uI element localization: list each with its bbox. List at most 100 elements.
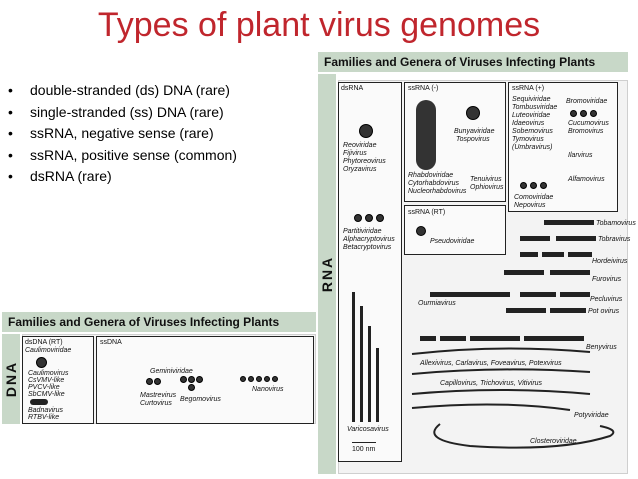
rna-side-label: RNA	[318, 74, 336, 474]
label-tobamovirus: Tobamovirus	[596, 220, 636, 227]
rod-particle	[520, 292, 556, 297]
nanovirus-particle	[240, 376, 246, 382]
closterovirus-filament	[433, 423, 615, 449]
label-betacryptovirus: Betacryptovirus	[343, 244, 392, 251]
label-tymovirus: Tymovirus	[512, 136, 544, 143]
label-idaeovirus: Idaeovirus	[512, 120, 545, 127]
filament	[411, 347, 591, 355]
section-ssrna-pos: ssRNA (+)	[512, 85, 545, 92]
rod-particle	[560, 292, 590, 297]
label-flexuous-line1: Allexivirus, Carlavirus, Foveavirus, Pot…	[420, 360, 562, 367]
scale-label: 100 nm	[352, 446, 376, 453]
bullet-item: •single-stranded (ss) DNA (rare)	[8, 103, 224, 120]
rod-particle	[420, 336, 436, 341]
geminivirus-particle	[154, 378, 161, 385]
rod-particle	[520, 252, 538, 257]
rod-particle	[520, 236, 550, 241]
ssrna-pos-box	[508, 82, 618, 212]
bullet-item: •ssRNA, negative sense (rare)	[8, 125, 214, 141]
rhabdovirus-particle	[416, 100, 436, 170]
rod-particle	[504, 270, 544, 275]
nanovirus-particle	[272, 376, 278, 382]
dna-figure-banner: Families and Genera of Viruses Infecting…	[2, 312, 316, 332]
bullet-item: •double-stranded (ds) DNA (rare)	[8, 82, 230, 98]
label-begomovirus: Begomovirus	[180, 396, 221, 403]
label-bromoviridae: Bromoviridae	[566, 98, 608, 105]
bullet-item: •dsRNA (rare)	[8, 168, 112, 184]
nanovirus-particle	[264, 376, 270, 382]
label-fijivirus: Fijivirus	[343, 150, 367, 157]
label-hordeivirus: Hordeivirus	[592, 258, 628, 265]
section-ssrna-neg: ssRNA (-)	[408, 85, 439, 92]
geminivirus-particle	[146, 378, 153, 385]
rod-particle	[556, 236, 596, 241]
label-rhabdoviridae: Rhabdoviridae	[408, 172, 454, 179]
label-furovirus: Furovirus	[592, 276, 622, 283]
label-cucumovirus: Cucumovirus	[568, 120, 609, 127]
label-sequiviridae: Sequiviridae	[512, 96, 551, 103]
rod-particle	[544, 220, 594, 225]
label-rtbv-like: RTBV-like	[28, 414, 60, 421]
label-tenuivirus: Tenuivirus	[470, 176, 502, 183]
comovirus-particle	[520, 182, 527, 189]
section-ssdna: ssDNA	[100, 339, 122, 346]
label-phytoreovirus: Phytoreovirus	[343, 158, 386, 165]
rod-particle	[368, 326, 371, 422]
label-mastrevirus: Mastrevirus	[140, 392, 177, 399]
geminivirus-particle	[196, 376, 203, 383]
filament	[411, 368, 591, 375]
filament	[411, 389, 591, 395]
rod-particle	[568, 252, 592, 257]
rod-particle	[506, 308, 546, 313]
bullet-item: •ssRNA, positive sense (common)	[8, 146, 237, 163]
label-pvcv-like: PVCV-like	[28, 384, 60, 391]
label-oryzavirus: Oryzavirus	[343, 166, 377, 173]
label-caulimoviridae: Caulimoviridae	[25, 347, 72, 354]
label-nepovirus: Nepovirus	[514, 202, 546, 209]
nanovirus-particle	[256, 376, 262, 382]
label-alphacryptovirus: Alphacryptovirus	[343, 236, 395, 243]
pseudovirus-particle	[416, 226, 426, 236]
geminivirus-particle	[180, 376, 187, 383]
label-closteroviridae: Closteroviridae	[530, 438, 577, 445]
bromovirus-particle	[580, 110, 587, 117]
label-curtovirus: Curtovirus	[140, 400, 172, 407]
label-ourmiavirus: Ourmiavirus	[418, 300, 456, 307]
rod-particle	[542, 252, 564, 257]
dsdna-rt-box	[22, 336, 94, 424]
label-caulimovirus: Caulimovirus	[28, 370, 69, 377]
section-dsdna-rt: dsDNA (RT)	[25, 339, 63, 346]
reovirus-particle	[359, 124, 373, 138]
label-geminiviridae: Geminiviridae	[150, 368, 193, 375]
geminivirus-particle	[188, 376, 195, 383]
label-csvmv-like: CsVMV-like	[28, 377, 65, 384]
label-reoviridae: Reoviridae	[343, 142, 377, 149]
geminivirus-particle	[188, 384, 195, 391]
label-tombusviridae: Tombusviridae	[512, 104, 558, 111]
section-dsrna: dsRNA	[341, 85, 364, 92]
bromovirus-particle	[590, 110, 597, 117]
ssrna-rt-box	[404, 205, 506, 255]
partitivirus-particle	[376, 214, 384, 222]
label-potexvirus-short: Pot ovirus	[588, 308, 620, 315]
label-alfamovirus: Alfamovirus	[568, 176, 605, 183]
comovirus-particle	[530, 182, 537, 189]
bunyavirus-particle	[466, 106, 480, 120]
nanovirus-particle	[248, 376, 254, 382]
rna-figure-banner: Families and Genera of Viruses Infecting…	[318, 52, 628, 72]
section-ssrna-rt: ssRNA (RT)	[408, 209, 446, 216]
label-tospovirus: Tospovirus	[456, 136, 490, 143]
rod-particle	[550, 270, 590, 275]
rod-particle	[524, 336, 584, 341]
label-pseudoviridae: Pseudoviridae	[430, 238, 475, 245]
label-badnavirus: Badnavirus	[28, 407, 64, 414]
rod-particle	[550, 308, 586, 313]
label-sobemovirus: Sobemovirus	[512, 128, 553, 135]
label-partitiviridae: Partitiviridae	[343, 228, 382, 235]
partitivirus-particle	[354, 214, 362, 222]
bromovirus-particle	[570, 110, 577, 117]
rod-particle	[376, 348, 379, 422]
label-flexuous-line2: Capillovirus, Trichovirus, Vitivirus	[440, 380, 543, 387]
rod-particle	[360, 306, 363, 422]
label-ilarvirus: Ilarvirus	[568, 152, 593, 159]
